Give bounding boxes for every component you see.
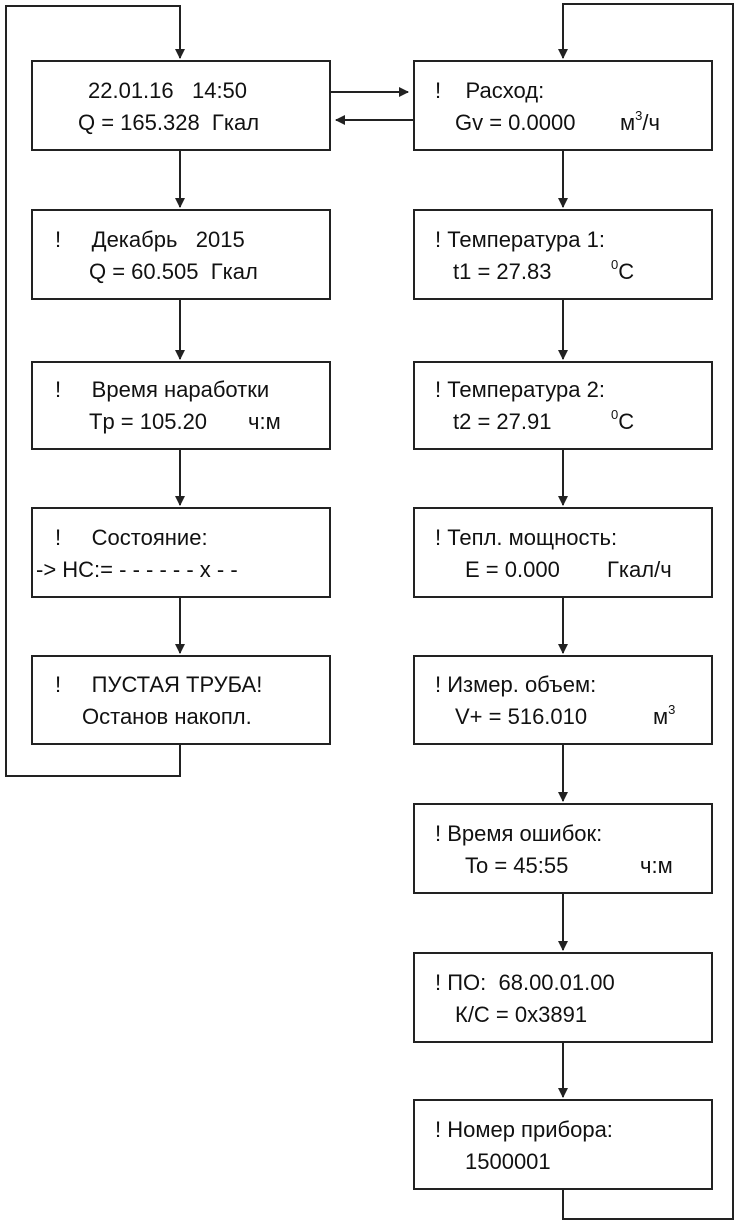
screen-status: ! Состояние: -> НС:= - - - - - - x - -: [31, 507, 331, 598]
screen-line-1: ! Температура 2:: [435, 377, 605, 402]
screen-device-number: ! Номер прибора: 1500001: [413, 1099, 713, 1190]
screen-line-2-value: t1 = 27.83: [453, 259, 552, 284]
screen-line-1: ! Тепл. мощность:: [435, 525, 618, 550]
screen-line-2: К/С = 0x3891: [455, 1002, 588, 1027]
unit-superscript: 3: [635, 107, 643, 123]
screen-line-1: 22.01.16 14:50: [88, 78, 248, 103]
screen-line-2-unit: м3/ч: [620, 108, 660, 138]
screen-firmware: ! ПО: 68.00.01.00 К/С = 0x3891: [413, 952, 713, 1043]
screen-line-1: ! ПО: 68.00.01.00: [435, 970, 615, 995]
unit-base: С: [618, 409, 635, 434]
screen-line-1: ! Номер прибора:: [435, 1117, 613, 1142]
screen-line-2-unit: ч:м: [640, 853, 673, 878]
unit-superscript: 3: [668, 701, 676, 717]
unit-superscript: 0: [611, 406, 619, 422]
screen-error-time: ! Время ошибок: To = 45:55 ч:м: [413, 803, 713, 894]
loop-left-return: [5, 5, 185, 777]
loop-right-return: [558, 3, 734, 1220]
screen-line-1: ! Состояние:: [55, 525, 208, 550]
screen-line-1: ! Время ошибок:: [435, 821, 603, 846]
screen-date-total: 22.01.16 14:50 Q = 165.328 Гкал: [31, 60, 331, 151]
screen-temp2: ! Температура 2: t2 = 27.91 0С: [413, 361, 713, 450]
screen-line-2: Q = 60.505 Гкал: [89, 259, 258, 284]
screen-temp1: ! Температура 1: t1 = 27.83 0С: [413, 209, 713, 300]
screen-line-1: ! Расход:: [435, 78, 545, 103]
screen-power: ! Тепл. мощность: E = 0.000 Гкал/ч: [413, 507, 713, 598]
screen-line-2: 1500001: [465, 1149, 551, 1174]
screen-line-2: Останов накопл.: [82, 704, 252, 729]
screen-flow: ! Расход: Gv = 0.0000 м3/ч: [413, 60, 713, 151]
screen-line-1: ! Декабрь 2015: [55, 227, 245, 252]
screen-line-2-value: Tp = 105.20: [89, 409, 208, 434]
screen-line-2-value: Gv = 0.0000: [455, 110, 576, 135]
screen-line-2-unit: ч:м: [248, 409, 281, 434]
screen-line-2-unit: Гкал/ч: [607, 557, 672, 582]
unit-base: м: [653, 704, 669, 729]
screen-line-2: Q = 165.328 Гкал: [78, 110, 260, 135]
unit-base: м: [620, 110, 636, 135]
screen-line-1: ! ПУСТАЯ ТРУБА!: [55, 672, 263, 697]
screen-runtime: ! Время наработки Tp = 105.20 ч:м: [31, 361, 331, 450]
unit-superscript: 0: [611, 256, 619, 272]
screen-empty-pipe: ! ПУСТАЯ ТРУБА! Останов накопл.: [31, 655, 331, 745]
screen-line-2-unit: 0С: [611, 407, 634, 437]
screen-line-2-value: t2 = 27.91: [453, 409, 552, 434]
unit-tail: /ч: [642, 110, 660, 135]
screen-line-2-value: To = 45:55: [465, 853, 569, 878]
screen-line-1: ! Время наработки: [55, 377, 270, 402]
screen-line-1: ! Измер. объем:: [435, 672, 597, 697]
screen-line-2-unit: 0С: [611, 257, 634, 287]
screen-volume: ! Измер. объем: V+ = 516.010 м3: [413, 655, 713, 745]
screen-line-2-value: V+ = 516.010: [455, 704, 588, 729]
screen-line-1: ! Температура 1:: [435, 227, 605, 252]
screen-line-2-value: E = 0.000: [465, 557, 560, 582]
screen-line-2: -> НС:= - - - - - - x - -: [36, 557, 238, 582]
screen-line-2-unit: м3: [653, 702, 675, 732]
unit-base: С: [618, 259, 635, 284]
screen-month: ! Декабрь 2015 Q = 60.505 Гкал: [31, 209, 331, 300]
